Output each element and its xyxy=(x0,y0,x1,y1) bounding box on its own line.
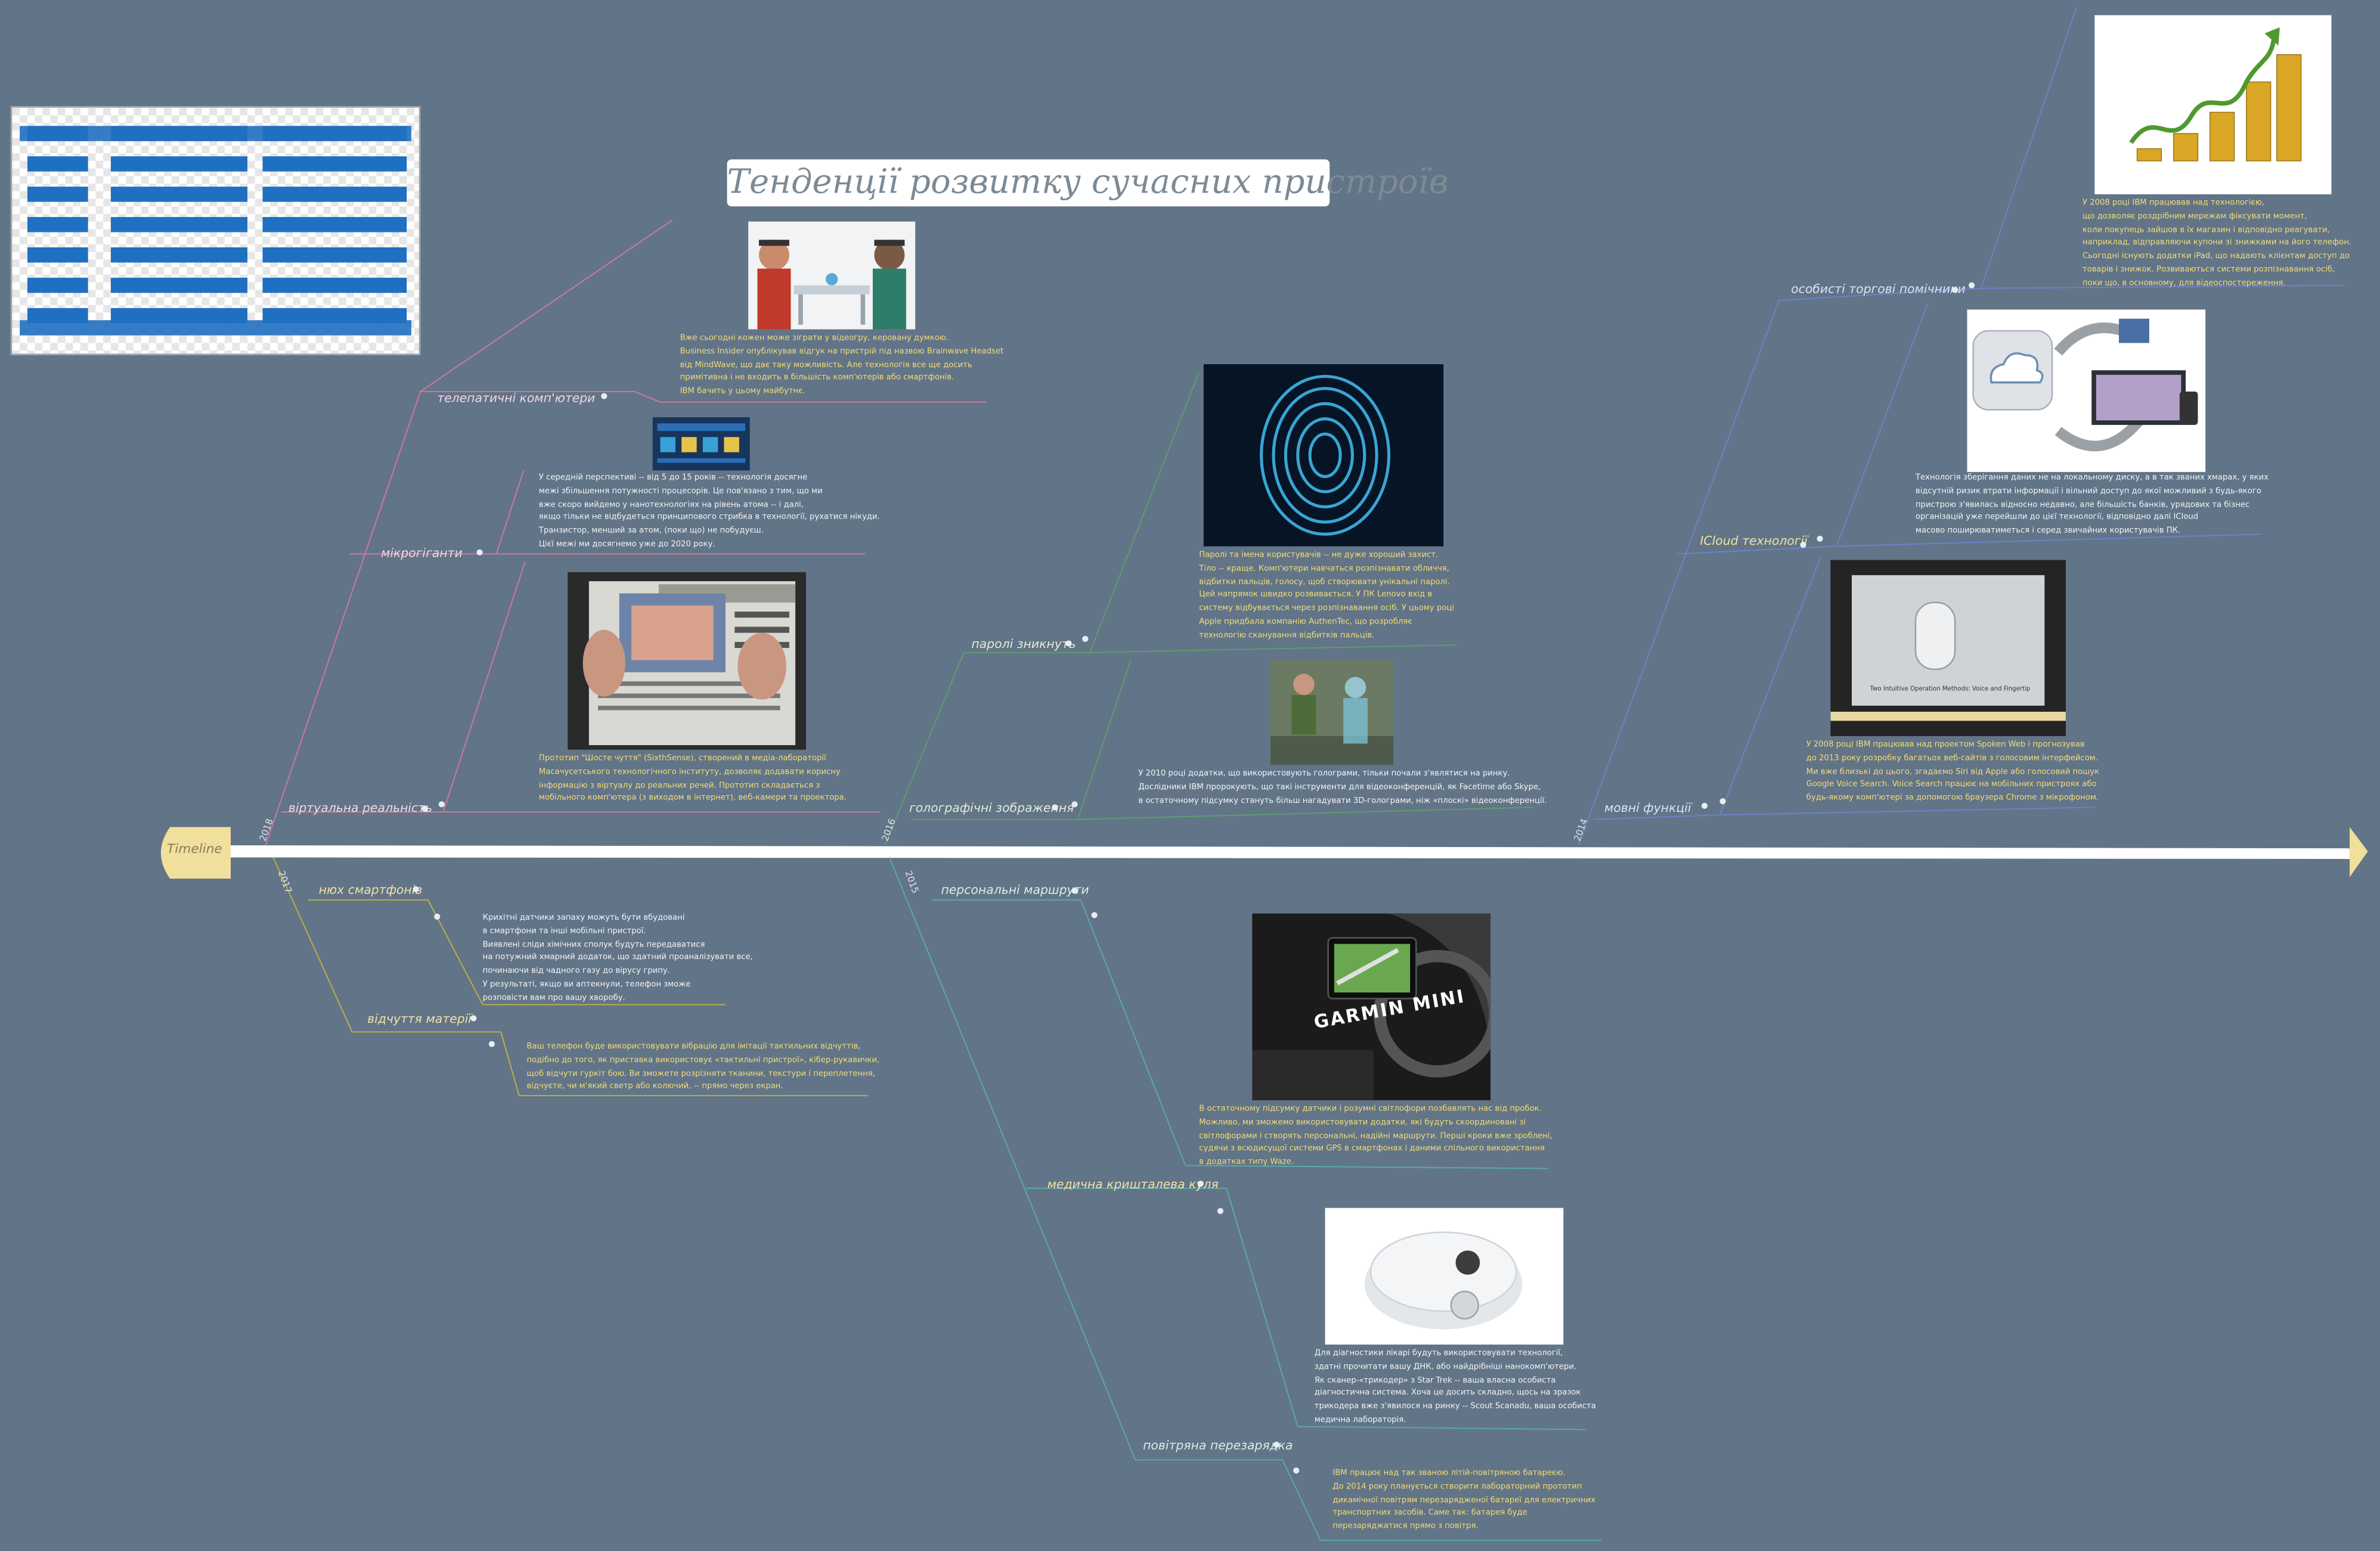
topic-touch-label[interactable]: відчуття матерії xyxy=(367,1012,472,1026)
topic-vr-node[interactable] xyxy=(422,805,428,812)
topic-holograms-label[interactable]: голографічні зображення xyxy=(909,801,1074,815)
icloud-devices-photo xyxy=(1967,309,2206,472)
hologram-photo xyxy=(1270,660,1394,765)
topic-shopping-text: У 2008 році IBM працював над технологією… xyxy=(2082,198,2352,289)
garmin-mini-photo: GARMIN MINI xyxy=(1252,913,1491,1100)
topic-vr-label[interactable]: віртуальна реальність xyxy=(288,801,433,815)
topic-passwords-text: Паролі та імена користувачів -- не дуже … xyxy=(1199,551,1454,640)
topic-passwords-node[interactable] xyxy=(1065,640,1072,647)
topic-telepathic-node[interactable] xyxy=(601,393,608,399)
topic-telepathic-label[interactable]: телепатичні комп'ютери xyxy=(437,391,596,405)
garmin-mini-icon xyxy=(1252,913,1491,1100)
icloud-devices-icon xyxy=(1967,309,2206,472)
topic-voice-subnode[interactable] xyxy=(1719,798,1726,805)
topic-aircharge-subnode[interactable] xyxy=(1293,1467,1300,1474)
viera-tv-caption: Two Intuitive Operation Methods: Voice a… xyxy=(1870,684,2031,692)
topic-shopping-label[interactable]: особисті торгові помічники xyxy=(1791,282,1966,296)
timeline-start-shape xyxy=(160,827,231,879)
topic-vr-subnode[interactable] xyxy=(438,801,445,808)
topic-icloud-text: Технологія зберігання даних не на локаль… xyxy=(1915,473,2269,536)
viera-tv-icon xyxy=(1830,560,2066,736)
topic-shopping-node[interactable] xyxy=(1952,287,1958,293)
brainwave-game-photo xyxy=(748,221,916,330)
topic-touch-node[interactable] xyxy=(470,1015,477,1022)
fingerprint-icon xyxy=(1203,364,1444,547)
hologram-icon xyxy=(1270,660,1394,765)
scanadu-scout-icon xyxy=(1325,1208,1564,1345)
topic-medical-label[interactable]: медична кришталева куля xyxy=(1047,1177,1219,1192)
topic-aircharge-label[interactable]: повітряна перезарядка xyxy=(1143,1438,1293,1453)
topic-routes-label[interactable]: персональні маршрути xyxy=(941,883,1089,897)
timeline-axis xyxy=(227,845,2350,859)
topic-smell-text: Крихітні датчики запаху можуть бути вбуд… xyxy=(482,913,753,1003)
coins-growth-icon xyxy=(2094,15,2332,194)
topic-routes-node[interactable] xyxy=(1071,888,1078,894)
brainwave-game-icon xyxy=(748,221,916,330)
viera-tv-photo: Two Intuitive Operation Methods: Voice a… xyxy=(1830,560,2066,736)
ibm-logo-icon xyxy=(12,107,419,354)
scanadu-scout-photo xyxy=(1325,1208,1564,1345)
topic-icloud-node[interactable] xyxy=(1800,541,1806,548)
topic-shopping-subnode[interactable] xyxy=(1969,282,1975,289)
topic-icloud-label[interactable]: ICloud технології xyxy=(1700,534,1808,548)
topic-smell-node[interactable] xyxy=(413,886,419,892)
topic-microgiants-label[interactable]: мікрогіганти xyxy=(381,546,463,560)
topic-microgiants-text: У середній перспективі -- від 5 до 15 ро… xyxy=(538,473,880,550)
coins-growth-photo xyxy=(2094,15,2332,194)
topic-voice-label[interactable]: мовні функції xyxy=(1604,801,1691,815)
topic-aircharge-text: IBM працює над так званою літій-повітрян… xyxy=(1332,1469,1596,1532)
page-title: Тенденції розвитку сучасних пристроїв xyxy=(727,159,1448,207)
topic-routes-subnode[interactable] xyxy=(1091,912,1098,919)
topic-holograms-node[interactable] xyxy=(1052,804,1058,811)
topic-vr-text: Прототип "Шосте чуття" (SixthSense), ств… xyxy=(538,754,847,804)
topic-touch-text: Ваш телефон буде використовувати вібраці… xyxy=(526,1043,880,1092)
topic-aircharge-node[interactable] xyxy=(1273,1441,1280,1448)
topic-medical-node[interactable] xyxy=(1197,1180,1204,1187)
topic-smell-subnode[interactable] xyxy=(434,913,441,920)
topic-holograms-text: У 2010 році додатки, що використовують г… xyxy=(1138,769,1547,805)
topic-medical-text: Для діагностики лікарі будуть використов… xyxy=(1314,1349,1596,1425)
topic-icloud-subnode[interactable] xyxy=(1817,535,1823,542)
topic-voice-text: У 2008 році IBM працював над проектом Sp… xyxy=(1806,740,2100,804)
timeline-label: Timeline xyxy=(167,842,222,858)
topic-voice-node[interactable] xyxy=(1701,802,1708,809)
topic-smell-label[interactable]: нюх смартфонів xyxy=(318,883,423,897)
topic-passwords-label[interactable]: паролі зникнуть xyxy=(971,637,1076,652)
topic-telepathic-text: Вже сьогодні кожен може зіграти у відеог… xyxy=(680,334,1004,396)
topic-routes-text: В остаточному підсумку датчики і розумні… xyxy=(1199,1105,1552,1168)
topic-holograms-subnode[interactable] xyxy=(1071,801,1078,808)
ibm-logo xyxy=(10,106,421,355)
sixthsense-newspaper-photo xyxy=(568,572,806,750)
topic-touch-subnode[interactable] xyxy=(488,1041,495,1047)
microchips-photo xyxy=(652,417,750,471)
topic-medical-subnode[interactable] xyxy=(1217,1208,1223,1214)
microchips-icon xyxy=(652,417,750,471)
timeline-arrow-end xyxy=(2350,827,2368,877)
topic-passwords-subnode[interactable] xyxy=(1082,635,1089,642)
sixthsense-newspaper-icon xyxy=(568,572,806,750)
topic-microgiants-node[interactable] xyxy=(476,549,483,556)
fingerprint-photo xyxy=(1203,364,1444,547)
